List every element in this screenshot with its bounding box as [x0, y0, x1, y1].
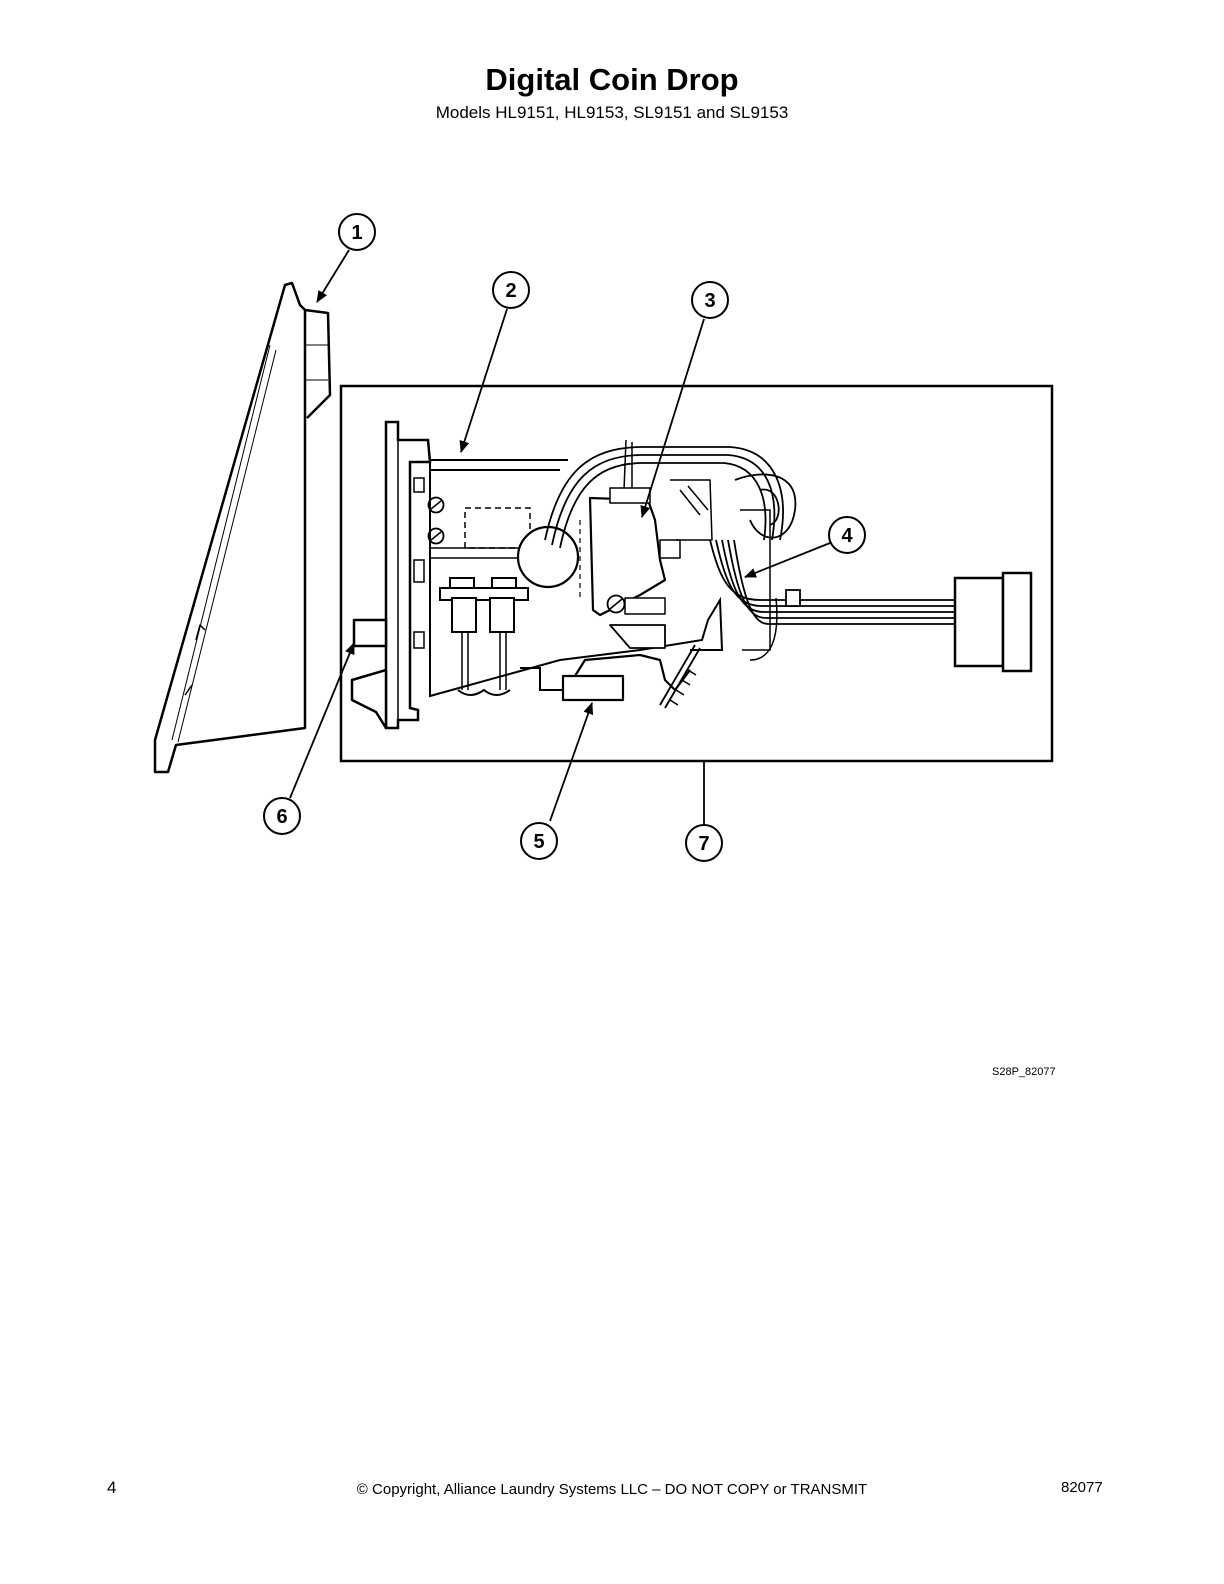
page-title: Digital Coin Drop: [485, 62, 739, 97]
svg-text:3: 3: [704, 290, 715, 312]
svg-text:5: 5: [533, 831, 544, 853]
terminal-connectors: [439, 577, 565, 696]
page-number: 4: [107, 1478, 117, 1497]
coin-chute-part: [561, 624, 701, 709]
svg-text:4: 4: [841, 525, 853, 547]
harness-cable-part: [709, 509, 1033, 673]
callout-6: 6: [263, 797, 301, 835]
svg-text:2: 2: [505, 280, 516, 302]
chassis-part: [427, 459, 724, 698]
svg-text:1: 1: [351, 222, 362, 244]
svg-text:7: 7: [698, 833, 709, 855]
coin-sensor-part: [588, 479, 713, 617]
leader-lines: [289, 249, 831, 825]
callout-5: 5: [520, 822, 558, 860]
callout-7: 7: [685, 824, 723, 862]
assembly-frame: [339, 384, 1054, 763]
document-number: 82077: [1061, 1479, 1103, 1496]
figure-code: S28P_82077: [992, 1066, 1056, 1078]
svg-text:6: 6: [276, 806, 287, 828]
callout-4: 4: [828, 516, 866, 554]
wire-harness: [544, 439, 797, 549]
callout-2: 2: [492, 271, 530, 309]
callout-3: 3: [691, 281, 729, 319]
front-panel-part: [153, 281, 332, 774]
copyright-notice: © Copyright, Alliance Laundry Systems LL…: [356, 1481, 868, 1498]
page-subtitle: Models HL9151, HL9153, SL9151 and SL9153: [435, 103, 789, 122]
mounting-plate: [384, 420, 432, 730]
callout-1: 1: [338, 213, 376, 251]
coin-slot-insert-part: [350, 618, 388, 730]
